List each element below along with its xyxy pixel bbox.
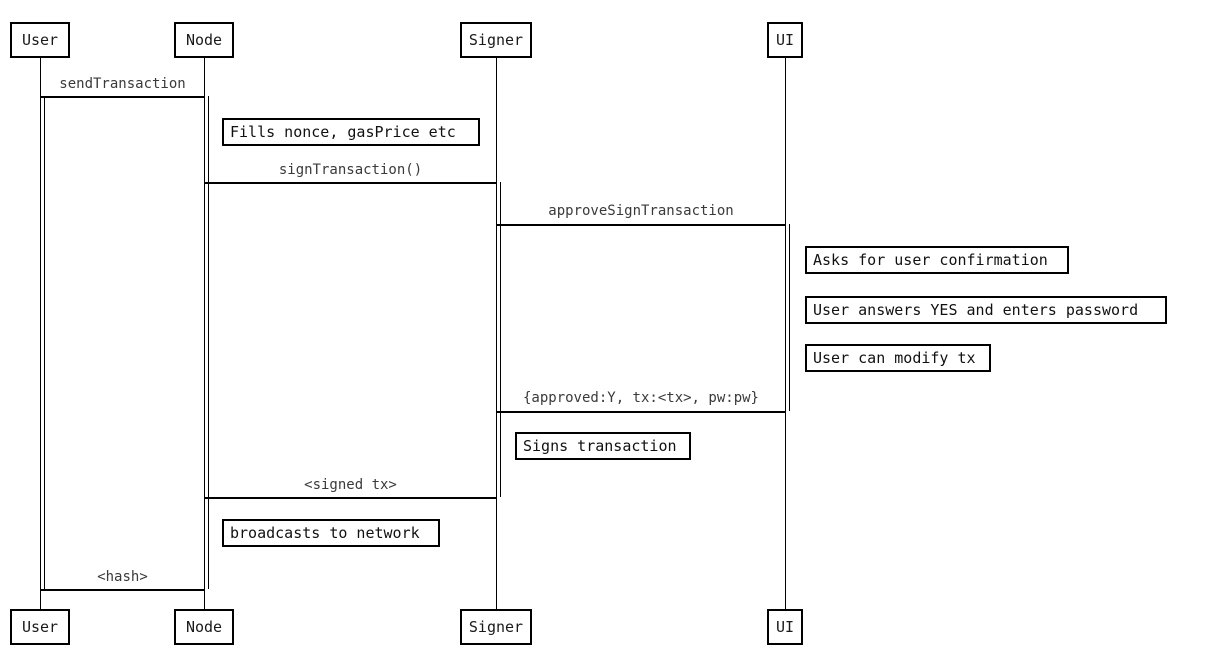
note-user-answers-yes: User answers YES and enters password [805, 296, 1167, 324]
note-asks-confirmation-text: Asks for user confirmation [813, 250, 1048, 269]
note-user-can-modify-text: User can modify tx [813, 348, 976, 367]
participant-foot-node-label: Node [185, 617, 223, 636]
activation-user [44, 96, 45, 589]
participant-head-user-label: User [21, 30, 59, 49]
message-line-hash [40, 589, 205, 591]
note-fills-nonce: Fills nonce, gasPrice etc [222, 118, 480, 146]
participant-head-node[interactable]: Node [174, 22, 234, 58]
message-line-approved-payload [496, 411, 786, 413]
message-line-send-transaction [40, 96, 205, 98]
message-label-signed-tx: <signed tx> [304, 477, 397, 493]
participant-head-signer-label: Signer [468, 30, 524, 49]
message-label-approved-payload: {approved:Y, tx:<tx>, pw:pw} [522, 390, 759, 406]
participant-foot-signer[interactable]: Signer [460, 609, 532, 645]
activation-signer-1 [500, 182, 501, 224]
message-line-sign-transaction [204, 182, 497, 184]
participant-foot-signer-label: Signer [468, 617, 524, 636]
message-label-send-transaction: sendTransaction [59, 76, 186, 92]
lifeline-user [40, 58, 41, 609]
message-label-approve-sign: approveSignTransaction [548, 203, 734, 219]
participant-foot-ui-label: UI [775, 617, 795, 636]
lifeline-node [204, 58, 205, 609]
participant-foot-user[interactable]: User [10, 609, 70, 645]
participant-foot-user-label: User [21, 617, 59, 636]
lifeline-signer [496, 58, 497, 609]
activation-signer-2 [500, 224, 501, 497]
note-user-can-modify: User can modify tx [805, 344, 991, 372]
participant-head-ui[interactable]: UI [767, 22, 803, 58]
message-label-sign-transaction: signTransaction() [278, 162, 423, 178]
note-broadcasts-to-network: broadcasts to network [222, 519, 440, 547]
participant-foot-ui[interactable]: UI [767, 609, 803, 645]
note-user-answers-yes-text: User answers YES and enters password [813, 300, 1139, 319]
participant-head-node-label: Node [185, 30, 223, 49]
note-signs-transaction: Signs transaction [515, 432, 691, 460]
message-line-approve-sign [496, 224, 786, 226]
participant-foot-node[interactable]: Node [174, 609, 234, 645]
message-line-signed-tx [204, 497, 497, 499]
note-fills-nonce-text: Fills nonce, gasPrice etc [230, 122, 456, 141]
participant-head-ui-label: UI [775, 30, 795, 49]
lifeline-ui [785, 58, 786, 609]
activation-ui [789, 224, 790, 411]
note-broadcasts-to-network-text: broadcasts to network [230, 523, 420, 542]
participant-head-signer[interactable]: Signer [460, 22, 532, 58]
participant-head-user[interactable]: User [10, 22, 70, 58]
message-label-hash: <hash> [97, 569, 148, 585]
note-asks-confirmation: Asks for user confirmation [805, 246, 1069, 274]
activation-node-2 [208, 182, 209, 589]
activation-node-1 [208, 96, 209, 182]
note-signs-transaction-text: Signs transaction [523, 436, 677, 455]
